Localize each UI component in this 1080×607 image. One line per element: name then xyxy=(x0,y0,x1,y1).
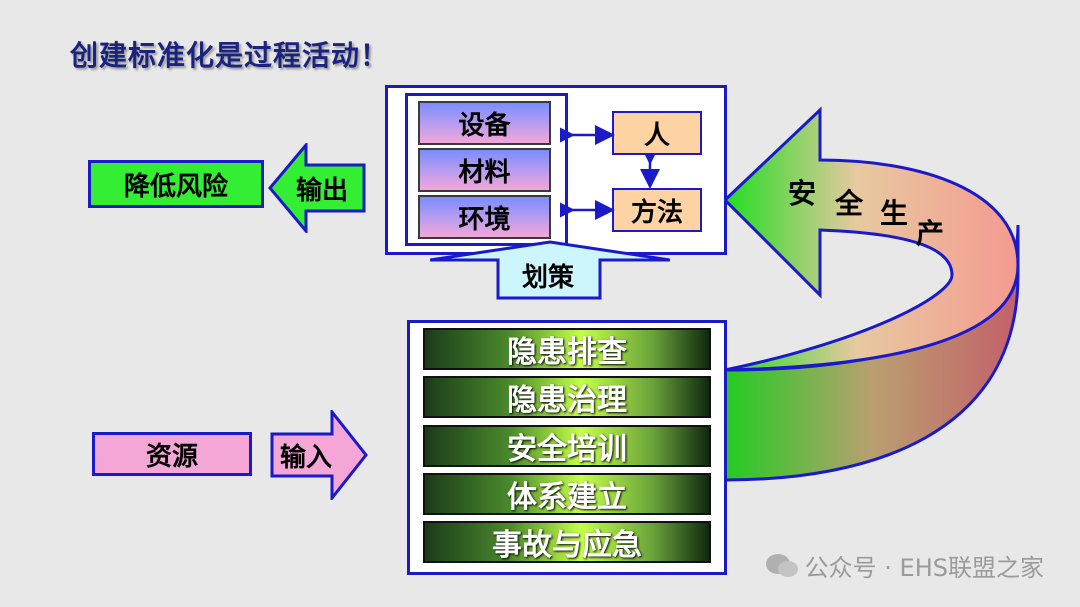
output-arrow: 输出 xyxy=(268,143,366,233)
element-equipment: 设备 xyxy=(418,101,551,145)
element-material: 材料 xyxy=(418,148,551,192)
activity-hazard-fix: 隐患治理 xyxy=(423,376,711,418)
activity-hazard-check: 隐患排查 xyxy=(423,328,711,370)
plan-arrow-label: 划策 xyxy=(522,262,574,293)
cycle-char-3: 生 xyxy=(880,197,908,230)
element-environment: 环境 xyxy=(418,195,551,239)
wechat-icon xyxy=(765,553,798,577)
page-title: 创建标准化是过程活动！ xyxy=(70,39,390,72)
activity-safety-training: 安全培训 xyxy=(423,425,711,467)
output-result-box: 降低风险 xyxy=(88,160,264,208)
output-arrow-label: 输出 xyxy=(296,175,348,206)
input-arrow: 输入 xyxy=(270,410,368,500)
activity-emergency: 事故与应急 xyxy=(423,521,711,563)
cycle-char-4: 产 xyxy=(916,217,944,250)
cycle-char-1: 安 xyxy=(788,177,816,210)
watermark: 公众号 · EHS联盟之家 xyxy=(765,548,1044,583)
person-method-connector xyxy=(640,154,660,189)
watermark-text: 公众号 · EHS联盟之家 xyxy=(804,554,1044,582)
input-source-box: 资源 xyxy=(92,432,252,476)
method-box: 方法 xyxy=(612,188,702,232)
activity-system-build: 体系建立 xyxy=(423,473,711,515)
plan-arrow: 划策 xyxy=(430,240,670,300)
plan-connectors xyxy=(560,125,615,220)
input-arrow-label: 输入 xyxy=(280,442,332,473)
cycle-arrow: 安 全 生 产 xyxy=(722,106,1020,482)
cycle-char-2: 全 xyxy=(834,187,864,220)
